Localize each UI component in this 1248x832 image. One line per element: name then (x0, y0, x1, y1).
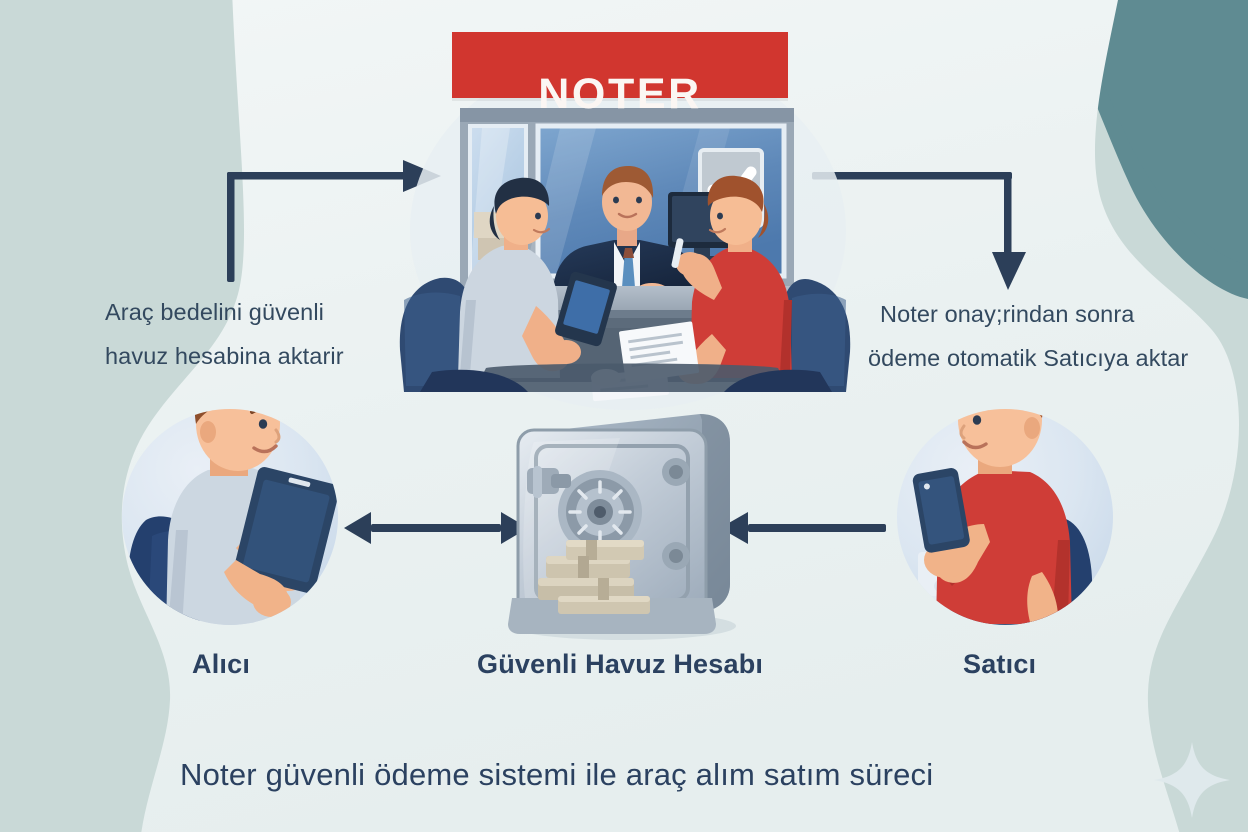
buyer-node-label: Alıcı (192, 649, 251, 679)
right-step-text-line1: Noter onay;rindan sonra (880, 301, 1135, 327)
cream-background-blob (121, 0, 1239, 832)
notary-sign-label: NOTER (538, 70, 702, 118)
page-title: Noter güvenli ödeme sistemi ile araç alı… (180, 757, 934, 792)
sparkle-star-icon (1154, 742, 1230, 818)
left-step-text-line1: Araç bedelini güvenli (105, 299, 324, 325)
double-arrow-horizontal-icon (344, 512, 528, 544)
right-step-text-line2: ödeme otomatik Satıcıya aktar (868, 345, 1189, 371)
arrow-left-icon (720, 512, 886, 544)
pen-icon (671, 238, 684, 268)
left-step-text-line2: havuz hesabina aktarir (105, 343, 344, 369)
notary-sign: NOTER (452, 32, 788, 118)
cash-stacks-icon (538, 540, 650, 614)
tablet-icon (233, 467, 338, 594)
arrow-right-down-icon (812, 172, 1026, 290)
seller-node-label: Satıcı (963, 649, 1037, 679)
escrow-node-label: Güvenli Havuz Hesabı (477, 649, 764, 679)
phone-icon (912, 468, 970, 553)
customer-buyer-figure (399, 177, 617, 392)
